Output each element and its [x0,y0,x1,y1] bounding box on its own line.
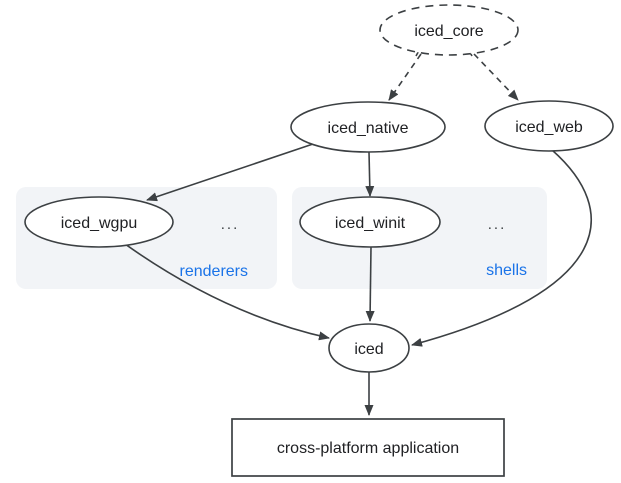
iced_native-ellipse [290,101,446,153]
iced_web-label: iced_web [515,119,583,136]
edge-iced_web-to-iced [411,149,593,347]
application-label: cross-platform application [277,440,459,457]
renderers-group-label: renderers [180,263,248,280]
node-iced: iced [328,323,410,373]
shells-ellipsis: ... [488,216,507,233]
edge-iced_native-to-iced_wgpu [146,143,314,202]
edge-iced_winit-to-iced [365,246,375,322]
iced_wgpu-ellipse [24,196,174,248]
iced_web-ellipse [484,100,614,152]
iced_core-ellipse [379,4,519,56]
edge-iced_core-to-iced_web [473,53,519,101]
node-iced_web: iced_web [484,100,614,152]
edge-iced_wgpu-to-iced [124,243,330,341]
iced-ellipse [328,323,410,373]
application-rect [231,418,505,477]
edge-iced_native-to-iced_winit [365,151,375,197]
shells-group-label: shells [486,262,527,279]
node-iced_wgpu: iced_wgpu [24,196,174,248]
iced_winit-label: iced_winit [335,215,406,232]
node-cross-platform-application: cross-platform application [231,418,505,477]
iced-label: iced [354,341,383,358]
edge-iced_core-to-iced_native [388,53,422,101]
iced_wgpu-label: iced_wgpu [61,215,138,232]
node-iced_winit: iced_winit [299,196,441,248]
iced_winit-ellipse [299,196,441,248]
node-iced_native: iced_native [290,101,446,153]
node-iced_core: iced_core [379,4,519,56]
iced_native-label: iced_native [328,120,409,137]
renderers-ellipsis: ... [221,216,240,233]
iced_core-label: iced_core [414,23,483,40]
